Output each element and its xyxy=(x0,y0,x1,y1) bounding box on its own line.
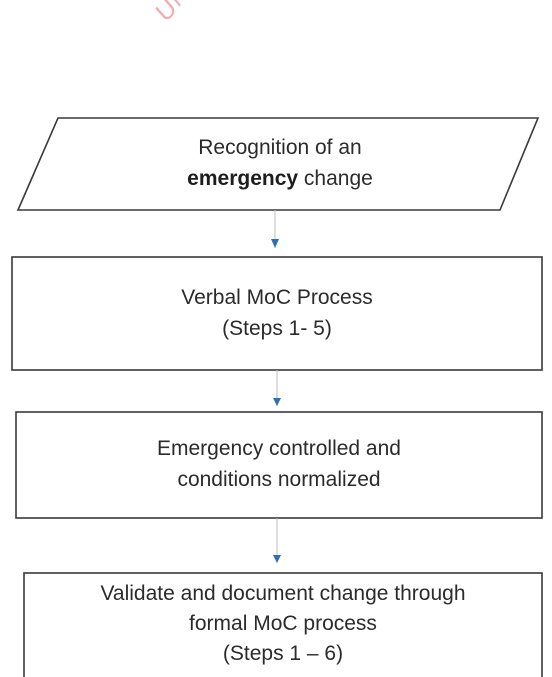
verbal-moc-line1: Verbal MoC Process xyxy=(181,286,373,309)
recognition-node-shape xyxy=(16,117,540,211)
emergency-controlled-node-shape xyxy=(15,411,543,519)
arrowhead-2 xyxy=(273,398,281,406)
validate-document-line2: formal MoC process xyxy=(189,612,377,635)
validate-document-line3: (Steps 1 – 6) xyxy=(222,642,344,665)
validate-document-node-text: Validate and document change through for… xyxy=(24,579,542,669)
validate-document-line1: Validate and document change through xyxy=(100,582,466,605)
verbal-moc-node-shape xyxy=(11,256,543,371)
emergency-controlled-line1: Emergency controlled and xyxy=(157,437,401,460)
validate-document-node-shape xyxy=(23,572,543,677)
recognition-node-text: Recognition of an emergency change xyxy=(60,132,500,194)
emergency-controlled-node-text: Emergency controlled and conditions norm… xyxy=(16,433,542,495)
recognition-line2: emergency change xyxy=(60,163,500,194)
recognition-line2-rest: change xyxy=(298,167,373,190)
verbal-moc-node-text: Verbal MoC Process (Steps 1- 5) xyxy=(12,282,542,344)
emergency-controlled-line2: conditions normalized xyxy=(177,468,381,491)
verbal-moc-line2: (Steps 1- 5) xyxy=(222,317,332,340)
recognition-line1: Recognition of an xyxy=(198,136,362,159)
recognition-bold-word: emergency xyxy=(187,167,299,190)
arrowhead-3 xyxy=(273,555,281,563)
arrowhead-1 xyxy=(271,239,279,248)
